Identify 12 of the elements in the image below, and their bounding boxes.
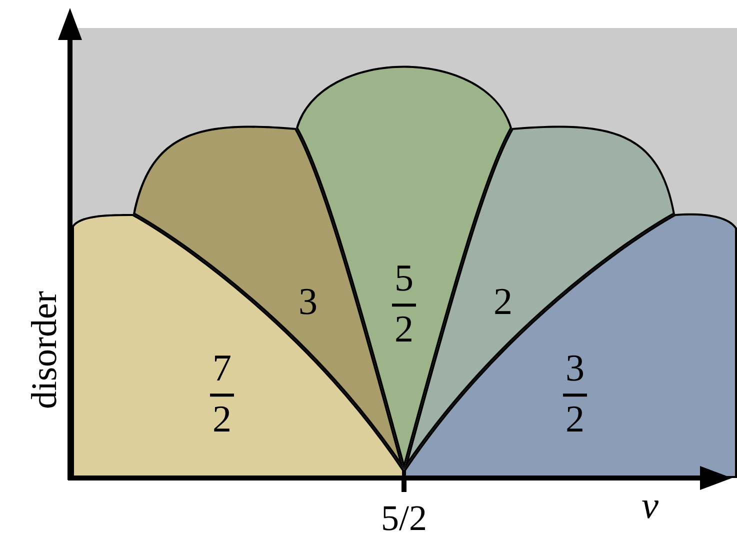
- region-label: 2: [566, 400, 584, 440]
- region-label: 5: [394, 260, 414, 300]
- region-label: 7: [212, 350, 232, 390]
- axis-label: ν: [642, 487, 658, 525]
- region-label: 2: [394, 310, 414, 350]
- region-label: 2: [494, 283, 512, 321]
- phase-region: [296, 66, 512, 470]
- tick-label: 5/2: [381, 500, 427, 536]
- region-label: 3: [566, 350, 584, 390]
- region-label: 3: [298, 283, 318, 321]
- region-label: 2: [212, 400, 232, 440]
- axis-label: disorder: [26, 291, 62, 409]
